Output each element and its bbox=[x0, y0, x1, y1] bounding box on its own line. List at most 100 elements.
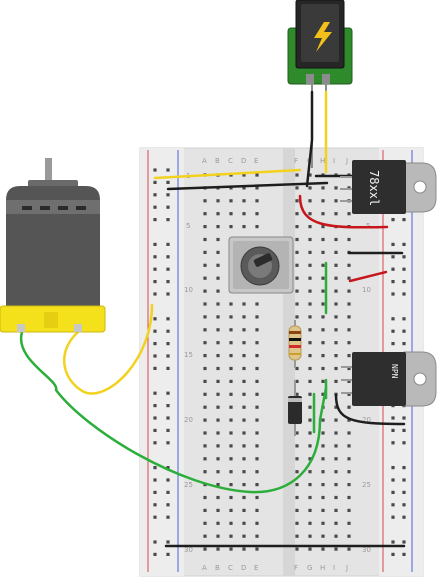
rail-hole bbox=[166, 428, 170, 432]
breadboard-hole bbox=[347, 366, 351, 371]
rail-hole bbox=[166, 391, 170, 395]
col-letter-top-d: D bbox=[241, 157, 246, 165]
breadboard-hole bbox=[216, 237, 220, 242]
breadboard-hole bbox=[347, 328, 351, 332]
breadboard-hole bbox=[321, 328, 325, 332]
motor-case bbox=[6, 186, 100, 316]
rail-hole bbox=[391, 317, 395, 321]
rail-hole bbox=[166, 503, 170, 507]
rail-hole bbox=[391, 292, 395, 296]
breadboard-hole bbox=[242, 470, 246, 474]
diode-stripe bbox=[288, 398, 302, 402]
rail-hole bbox=[402, 466, 406, 470]
rail-hole bbox=[391, 466, 395, 470]
motor-vent-1 bbox=[22, 206, 32, 210]
resistor-band-3 bbox=[289, 345, 301, 348]
breadboard-hole bbox=[334, 405, 338, 409]
rail-hole bbox=[166, 552, 170, 556]
rail-hole bbox=[153, 428, 157, 432]
breadboard-hole bbox=[308, 199, 312, 203]
rail-hole bbox=[153, 292, 157, 296]
breadboard-hole bbox=[334, 237, 338, 242]
rail-hole bbox=[153, 255, 157, 259]
npn-transistor: NPN bbox=[341, 351, 437, 407]
breadboard-hole bbox=[229, 431, 233, 435]
breadboard-hole bbox=[242, 366, 246, 371]
breadboard-hole bbox=[216, 354, 220, 358]
breadboard-hole bbox=[295, 547, 299, 551]
breadboard-hole bbox=[216, 392, 220, 396]
breadboard-hole bbox=[321, 354, 325, 358]
rail-hole bbox=[391, 503, 395, 507]
breadboard-hole bbox=[255, 354, 259, 358]
breadboard-hole bbox=[255, 366, 259, 371]
breadboard-hole bbox=[321, 237, 325, 242]
rail-hole bbox=[402, 255, 406, 259]
breadboard-hole bbox=[334, 508, 338, 512]
breadboard-hole bbox=[255, 508, 259, 512]
breadboard-hole bbox=[321, 250, 325, 254]
rail-hole bbox=[391, 267, 395, 271]
breadboard-hole bbox=[229, 418, 233, 422]
breadboard-hole bbox=[347, 392, 351, 396]
motor-terminal-right bbox=[74, 324, 82, 332]
breadboard-hole bbox=[242, 212, 246, 216]
row-number-left-30: 30 bbox=[184, 546, 193, 554]
col-letter-top-f: F bbox=[294, 157, 298, 165]
breadboard-hole bbox=[334, 366, 338, 371]
breadboard-hole bbox=[216, 431, 220, 435]
breadboard-hole bbox=[229, 302, 233, 306]
breadboard-hole bbox=[308, 263, 312, 267]
breadboard-hole bbox=[255, 495, 259, 500]
breadboard-hole bbox=[203, 547, 207, 551]
breadboard-hole bbox=[216, 470, 220, 474]
rail-hole bbox=[153, 342, 157, 346]
col-letter-top-h: H bbox=[320, 157, 325, 165]
breadboard-hole bbox=[255, 328, 259, 332]
breadboard-hole bbox=[295, 366, 299, 371]
rail-hole bbox=[391, 540, 395, 544]
breadboard-hole bbox=[229, 534, 233, 538]
breadboard-hole bbox=[321, 341, 325, 345]
rail-hole bbox=[153, 280, 157, 284]
wire-jack-ground-black bbox=[305, 90, 314, 188]
rail-hole bbox=[402, 218, 406, 222]
breadboard-hole bbox=[295, 199, 299, 203]
breadboard-hole bbox=[321, 534, 325, 538]
rail-hole bbox=[153, 540, 157, 544]
breadboard-hole bbox=[308, 444, 312, 448]
breadboard-hole bbox=[295, 263, 299, 267]
breadboard-hole bbox=[347, 418, 351, 422]
breadboard-hole bbox=[321, 276, 325, 280]
col-letter-bottom-i: I bbox=[333, 564, 335, 572]
breadboard-hole bbox=[347, 470, 351, 474]
rail-hole bbox=[391, 255, 395, 259]
breadboard-hole bbox=[308, 315, 312, 319]
breadboard-hole bbox=[203, 366, 207, 371]
breadboard-hole bbox=[242, 354, 246, 358]
breadboard-hole bbox=[203, 225, 207, 229]
col-letter-bottom-f: F bbox=[294, 564, 298, 572]
rail-hole bbox=[166, 180, 170, 184]
breadboard-hole bbox=[203, 289, 207, 293]
breadboard-hole bbox=[203, 534, 207, 538]
breadboard-hole bbox=[295, 508, 299, 512]
breadboard-hole bbox=[321, 483, 325, 487]
rail-hole bbox=[153, 490, 157, 494]
row-number-right-10: 10 bbox=[362, 286, 371, 294]
rail-hole bbox=[153, 478, 157, 482]
breadboard-hole bbox=[203, 341, 207, 345]
breadboard-hole bbox=[203, 495, 207, 500]
breadboard-hole bbox=[308, 289, 312, 293]
breadboard-hole bbox=[321, 508, 325, 512]
rail-hole bbox=[402, 342, 406, 346]
motor-end-cap-tab bbox=[44, 312, 58, 328]
breadboard-hole bbox=[347, 431, 351, 435]
breadboard-hole bbox=[308, 302, 312, 306]
breadboard-hole bbox=[242, 392, 246, 396]
breadboard-hole bbox=[255, 431, 259, 435]
wire-top-black bbox=[166, 181, 329, 191]
regulator-label: 78xxl bbox=[367, 170, 381, 206]
wire-black-transistor bbox=[334, 393, 406, 426]
breadboard-hole bbox=[255, 186, 259, 190]
